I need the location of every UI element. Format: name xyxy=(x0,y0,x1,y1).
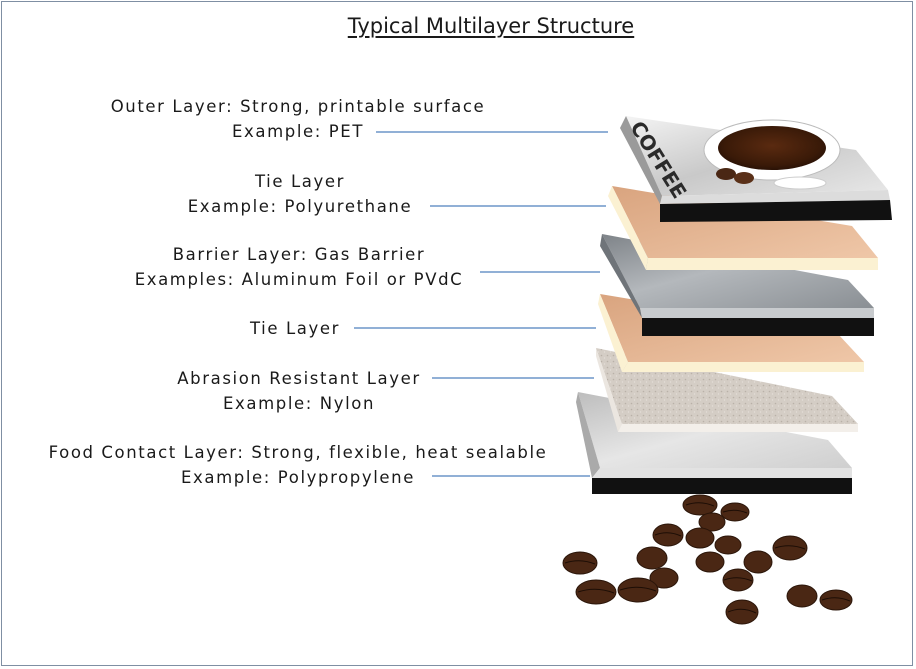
coffee-bean xyxy=(683,495,717,515)
coffee-bean xyxy=(686,528,714,548)
coffee-bean xyxy=(618,578,658,602)
coffee-bean xyxy=(715,536,741,554)
coffee-bean xyxy=(563,552,597,574)
coffee-bean xyxy=(576,580,616,604)
coffee-bean xyxy=(773,536,807,560)
coffee-bean xyxy=(744,551,772,573)
coffee-bean xyxy=(653,524,683,546)
coffee-beans xyxy=(563,495,852,624)
coffee-bean xyxy=(721,503,749,521)
coffee-bean xyxy=(637,547,667,569)
coffee-bean xyxy=(787,585,817,607)
coffee-bean xyxy=(820,590,852,610)
coffee-bean xyxy=(723,569,753,591)
coffee-bean xyxy=(696,552,724,572)
outer-layer-sheet: COFFEE xyxy=(620,116,892,222)
coffee-bean xyxy=(726,600,758,624)
